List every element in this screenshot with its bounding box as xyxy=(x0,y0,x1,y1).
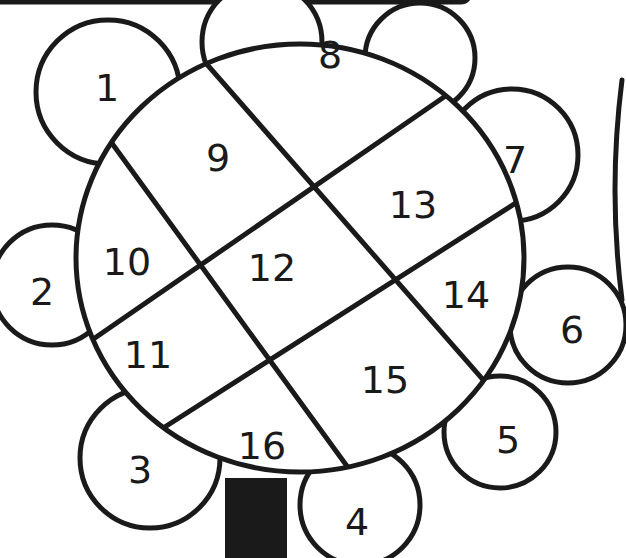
region-number: 16 xyxy=(238,427,286,465)
region-number: 14 xyxy=(442,276,490,314)
grid-lines xyxy=(60,45,530,484)
region-number: 12 xyxy=(248,249,296,287)
region-number: 9 xyxy=(206,139,230,177)
region-number: 10 xyxy=(103,243,151,281)
region-number: 11 xyxy=(124,336,172,374)
region-number: 7 xyxy=(503,141,527,179)
region-number: 15 xyxy=(361,361,409,399)
region-number: 8 xyxy=(318,36,342,74)
region-number: 2 xyxy=(30,273,54,311)
frame-edge xyxy=(615,80,622,300)
region-number: 6 xyxy=(560,311,584,349)
flower-center xyxy=(76,44,524,472)
region-number: 4 xyxy=(345,503,369,541)
region-number: 1 xyxy=(95,69,119,107)
region-number: 13 xyxy=(389,186,437,224)
region-number: 5 xyxy=(496,421,520,459)
stem xyxy=(225,478,287,558)
region-number: 3 xyxy=(128,451,152,489)
